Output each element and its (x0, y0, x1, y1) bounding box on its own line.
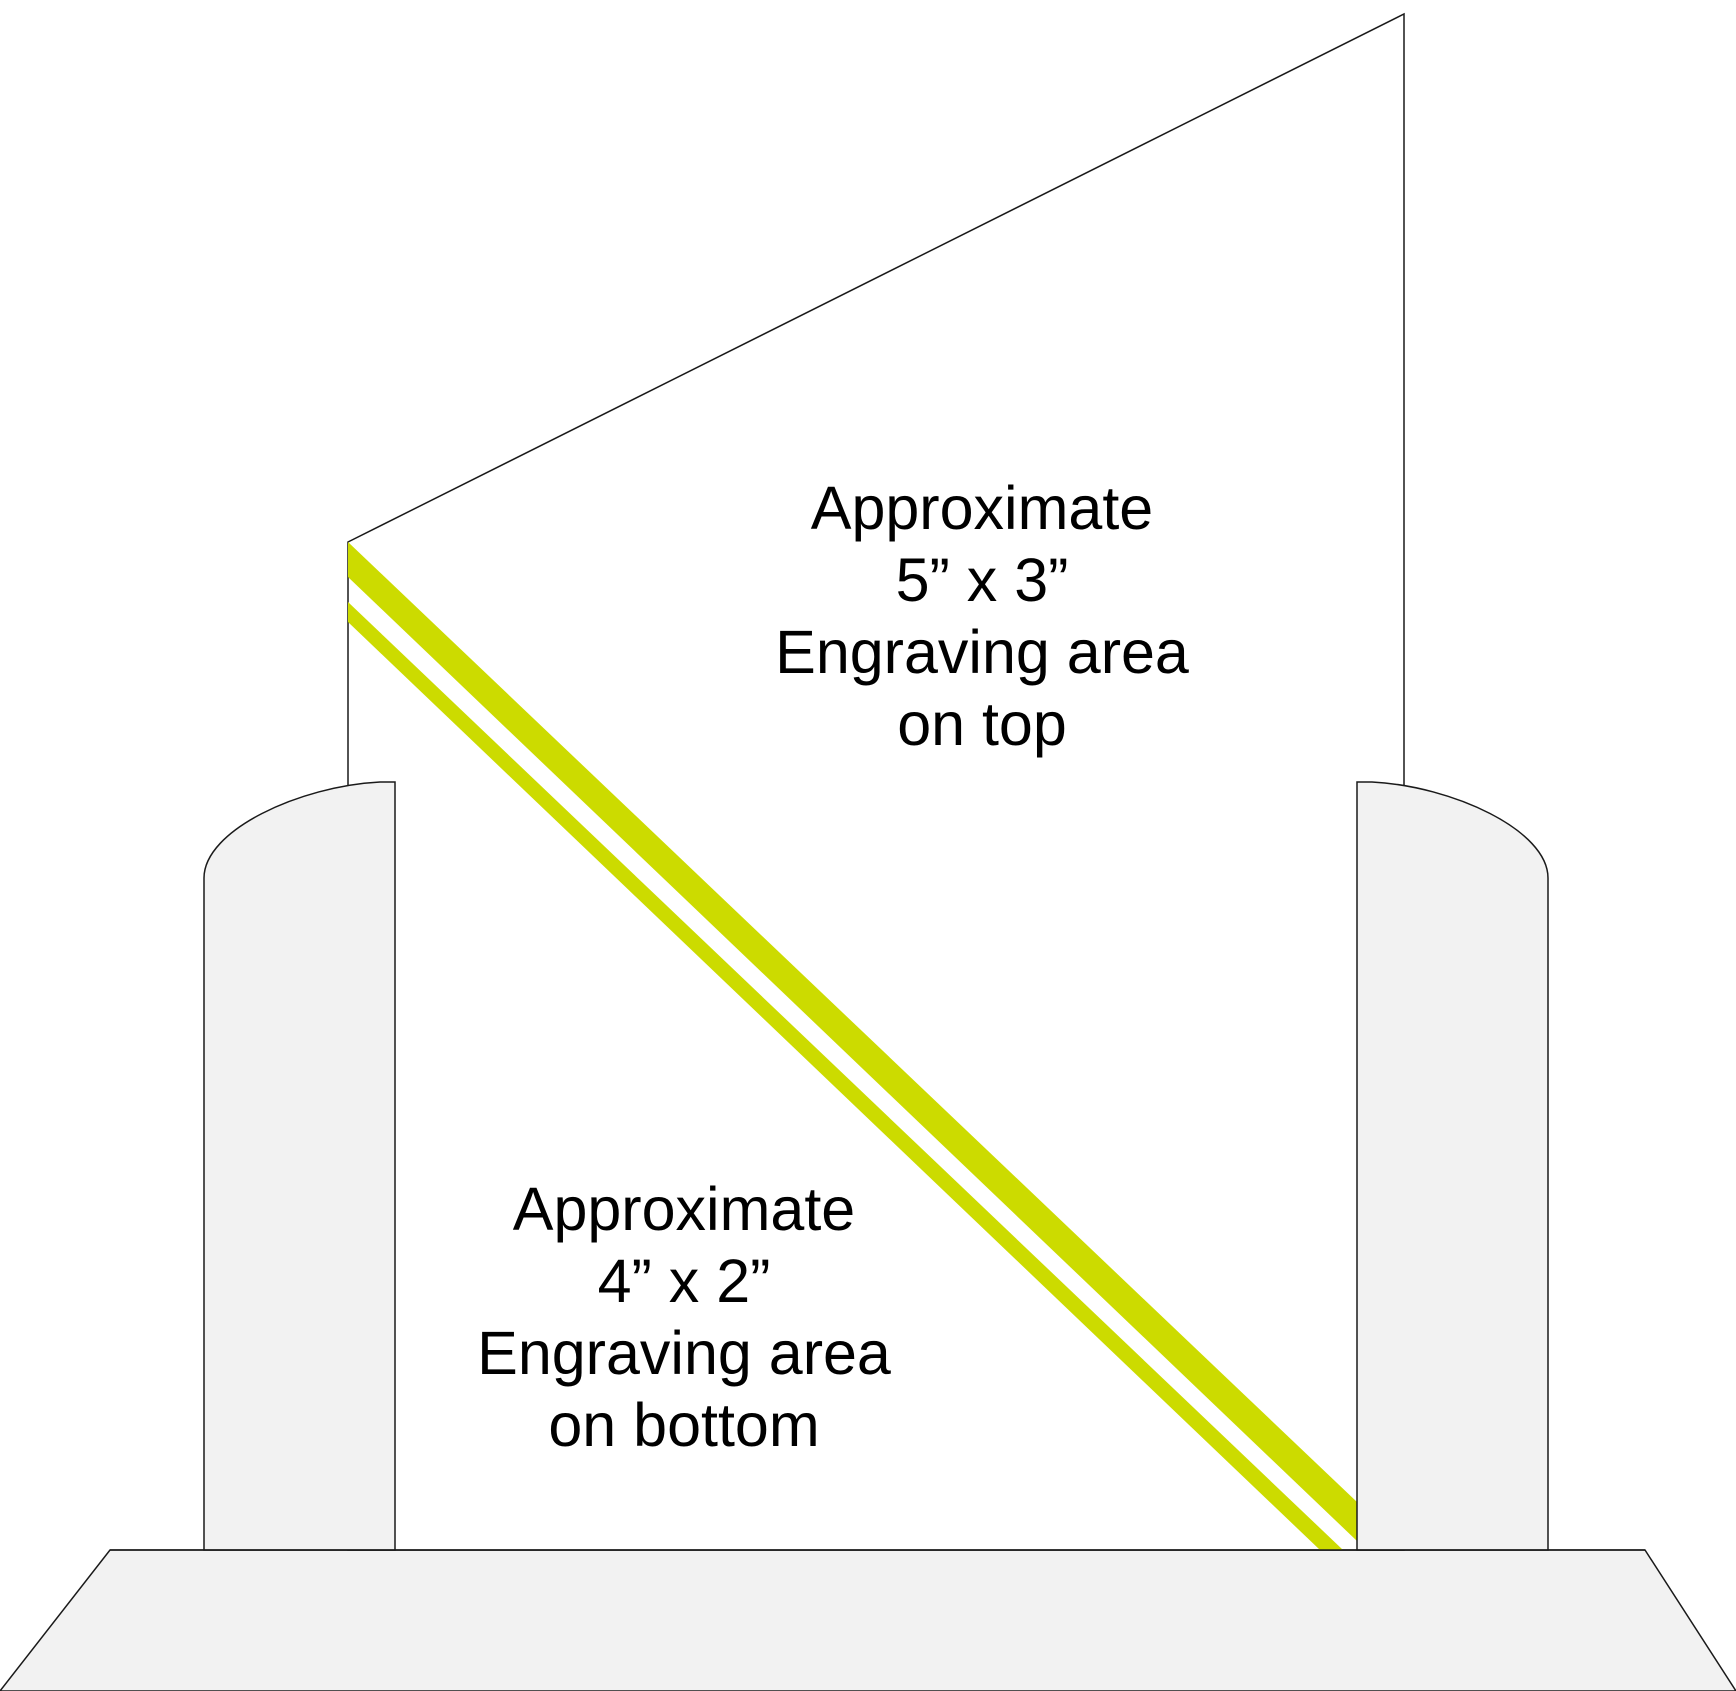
base-pedestal (0, 1549, 1736, 1691)
right-support (1356, 781, 1549, 1551)
bottom-label-line1: Approximate (513, 1175, 855, 1243)
bottom-engraving-label: Approximate 4” x 2” Engraving area on bo… (477, 1175, 891, 1459)
left-support (203, 781, 396, 1551)
diagonal-stripe-narrow (348, 602, 1343, 1550)
top-label-line1: Approximate (811, 474, 1153, 542)
top-label-line2: 5” x 3” (896, 546, 1069, 614)
top-label-line4: on top (897, 690, 1067, 758)
top-engraving-label: Approximate 5” x 3” Engraving area on to… (775, 474, 1189, 758)
diagonal-stripe-wide (348, 542, 1357, 1541)
bottom-label-line2: 4” x 2” (598, 1247, 771, 1315)
bottom-label-line3: Engraving area (477, 1319, 891, 1387)
bottom-label-line4: on bottom (548, 1391, 819, 1459)
top-label-line3: Engraving area (775, 618, 1189, 686)
